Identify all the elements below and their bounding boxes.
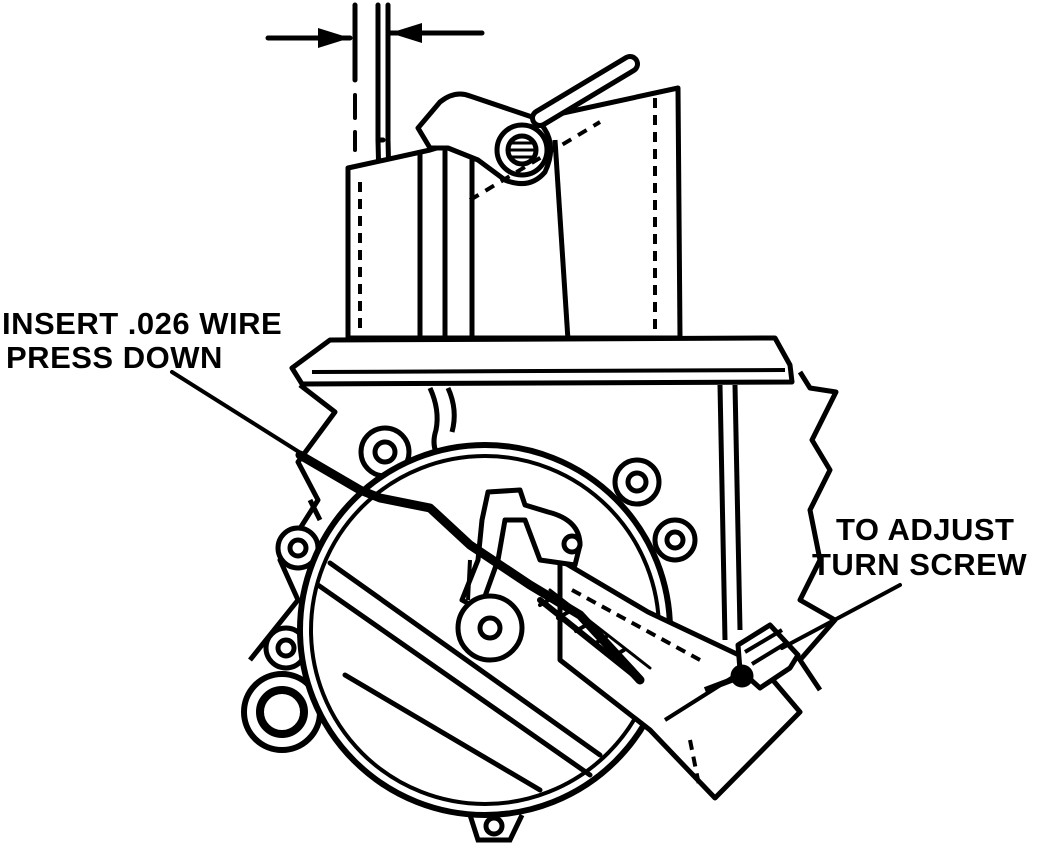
boss-left xyxy=(275,525,321,571)
adjusting-screw xyxy=(703,622,801,693)
callout-insert-wire: INSERT .026 WIRE PRESS DOWN xyxy=(2,306,282,375)
leader-insert-wire xyxy=(170,370,374,500)
boss-right xyxy=(652,517,698,563)
boss-upper-right xyxy=(612,457,662,507)
flange-plate xyxy=(289,335,795,387)
leader-lines xyxy=(170,370,902,650)
choke-lever xyxy=(415,54,640,202)
pulloff-linkage xyxy=(455,487,583,663)
carburetor-lower-body xyxy=(248,370,839,692)
callout-adjust-line2: TURN SCREW xyxy=(812,547,1027,582)
callout-adjust-line1: TO ADJUST xyxy=(836,512,1014,547)
internal-rods xyxy=(315,560,652,793)
callout-adjust-screw: TO ADJUST TURN SCREW xyxy=(812,512,1027,582)
clearance-dimension xyxy=(265,2,485,152)
leader-adjust-screw xyxy=(780,583,902,650)
callout-insert-wire-line1: INSERT .026 WIRE xyxy=(2,306,282,341)
boss-bottom xyxy=(467,813,525,843)
callout-insert-wire-line2: PRESS DOWN xyxy=(6,340,223,375)
